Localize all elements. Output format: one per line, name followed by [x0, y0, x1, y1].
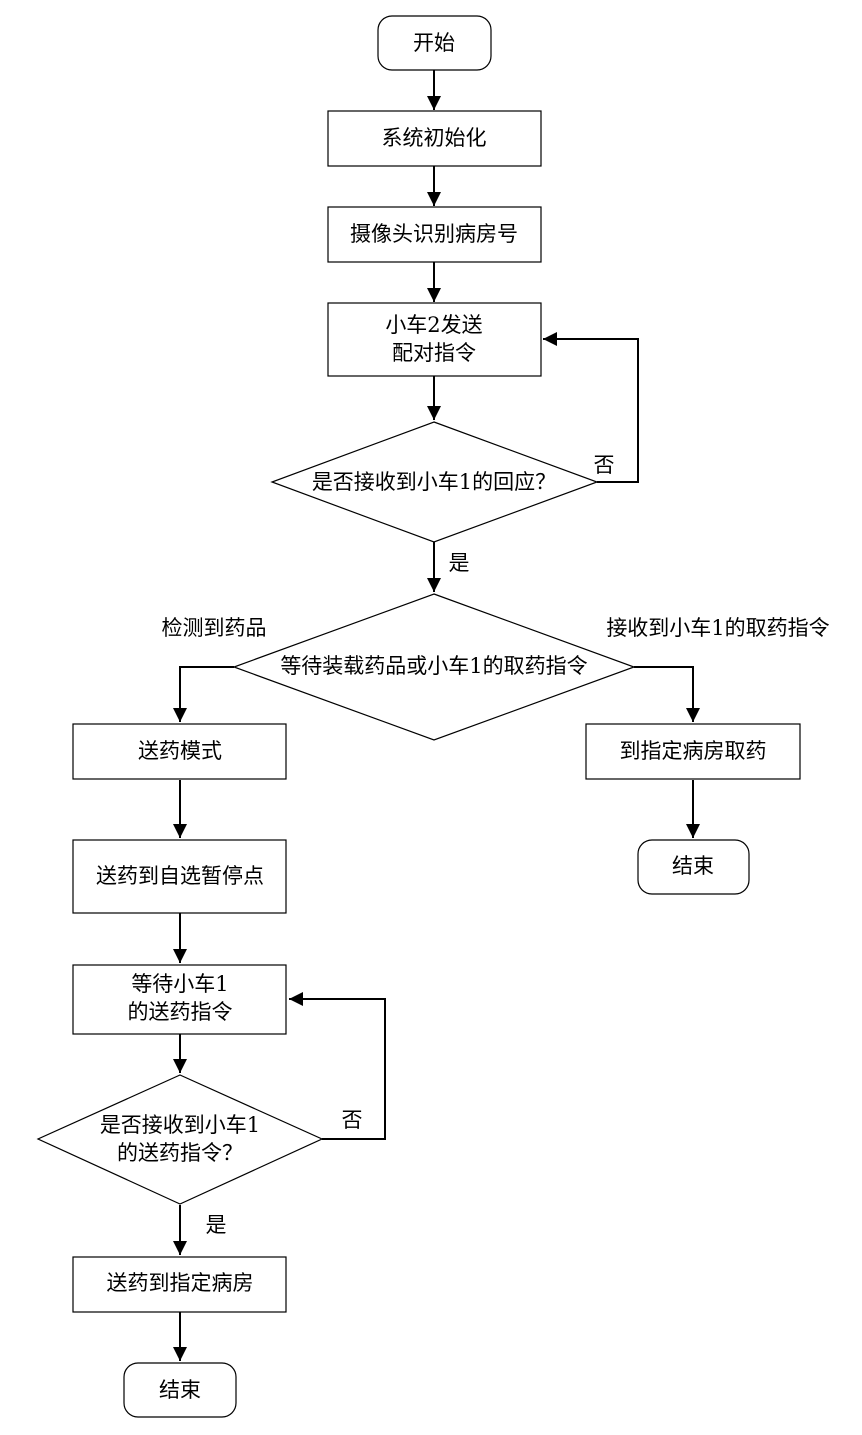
init-box: 系统初始化: [327, 110, 542, 167]
deliver-mode-box: 送药模式: [72, 723, 287, 780]
go-pickup-label: 到指定病房取药: [620, 739, 767, 763]
go-pickup-box: 到指定病房取药: [585, 723, 801, 780]
connectors: [173, 70, 700, 1361]
edge-label-yes-2: 是: [206, 1213, 227, 1237]
arrow-wait-pickup: [634, 666, 700, 722]
camera-box: 摄像头识别病房号: [327, 206, 542, 263]
wait-load-label: 等待装载药品或小车1的取药指令: [280, 654, 587, 678]
send-pair-line-1: 小车2发送: [385, 313, 482, 337]
wait-load-diamond: 等待装载药品或小车1的取药指令: [232, 593, 636, 741]
edge-label-no-1: 否: [594, 453, 615, 477]
wait-cmd-line-1: 等待小车1: [131, 972, 228, 996]
wait-cmd-line-2: 的送药指令: [128, 1000, 233, 1024]
edge-label-received-fetch: 接收到小车1的取药指令: [606, 616, 829, 640]
to-pause-label: 送药到自选暂停点: [96, 864, 264, 888]
end-right-label: 结束: [672, 854, 714, 878]
to-room-box: 送药到指定病房: [72, 1256, 287, 1313]
end-left-label: 结束: [159, 1378, 201, 1402]
edge-label-no-2: 否: [342, 1108, 363, 1132]
arrow-loop-no-2: [289, 992, 386, 1140]
deliver-mode-label: 送药模式: [138, 739, 222, 763]
to-pause-box: 送药到自选暂停点: [72, 839, 287, 914]
camera-label: 摄像头识别病房号: [350, 222, 518, 246]
edge-labels: 否 是 检测到药品 接收到小车1的取药指令 否 是: [162, 453, 830, 1237]
arrow-loop-no-1: [543, 332, 639, 483]
check-reply-label: 是否接收到小车1的回应？: [312, 470, 556, 494]
init-label: 系统初始化: [382, 126, 487, 150]
start-label: 开始: [413, 31, 455, 55]
check-cmd-diamond: 是否接收到小车1 的送药指令？: [36, 1074, 324, 1205]
send-pair-box: 小车2发送 配对指令: [327, 302, 542, 377]
arrow-wait-deliver: [173, 666, 234, 722]
start-terminal: 开始: [377, 15, 492, 71]
to-room-label: 送药到指定病房: [107, 1271, 254, 1295]
check-reply-diamond: 是否接收到小车1的回应？: [270, 421, 599, 543]
wait-cmd-box: 等待小车1 的送药指令: [72, 964, 287, 1035]
edge-label-detected: 检测到药品: [162, 616, 267, 640]
check-cmd-line-2: 的送药指令？: [117, 1141, 243, 1165]
check-cmd-line-1: 是否接收到小车1: [100, 1113, 260, 1137]
send-pair-line-2: 配对指令: [392, 341, 476, 365]
edge-label-yes-1: 是: [449, 551, 470, 575]
end-right-terminal: 结束: [637, 839, 750, 895]
end-left-terminal: 结束: [123, 1362, 237, 1418]
